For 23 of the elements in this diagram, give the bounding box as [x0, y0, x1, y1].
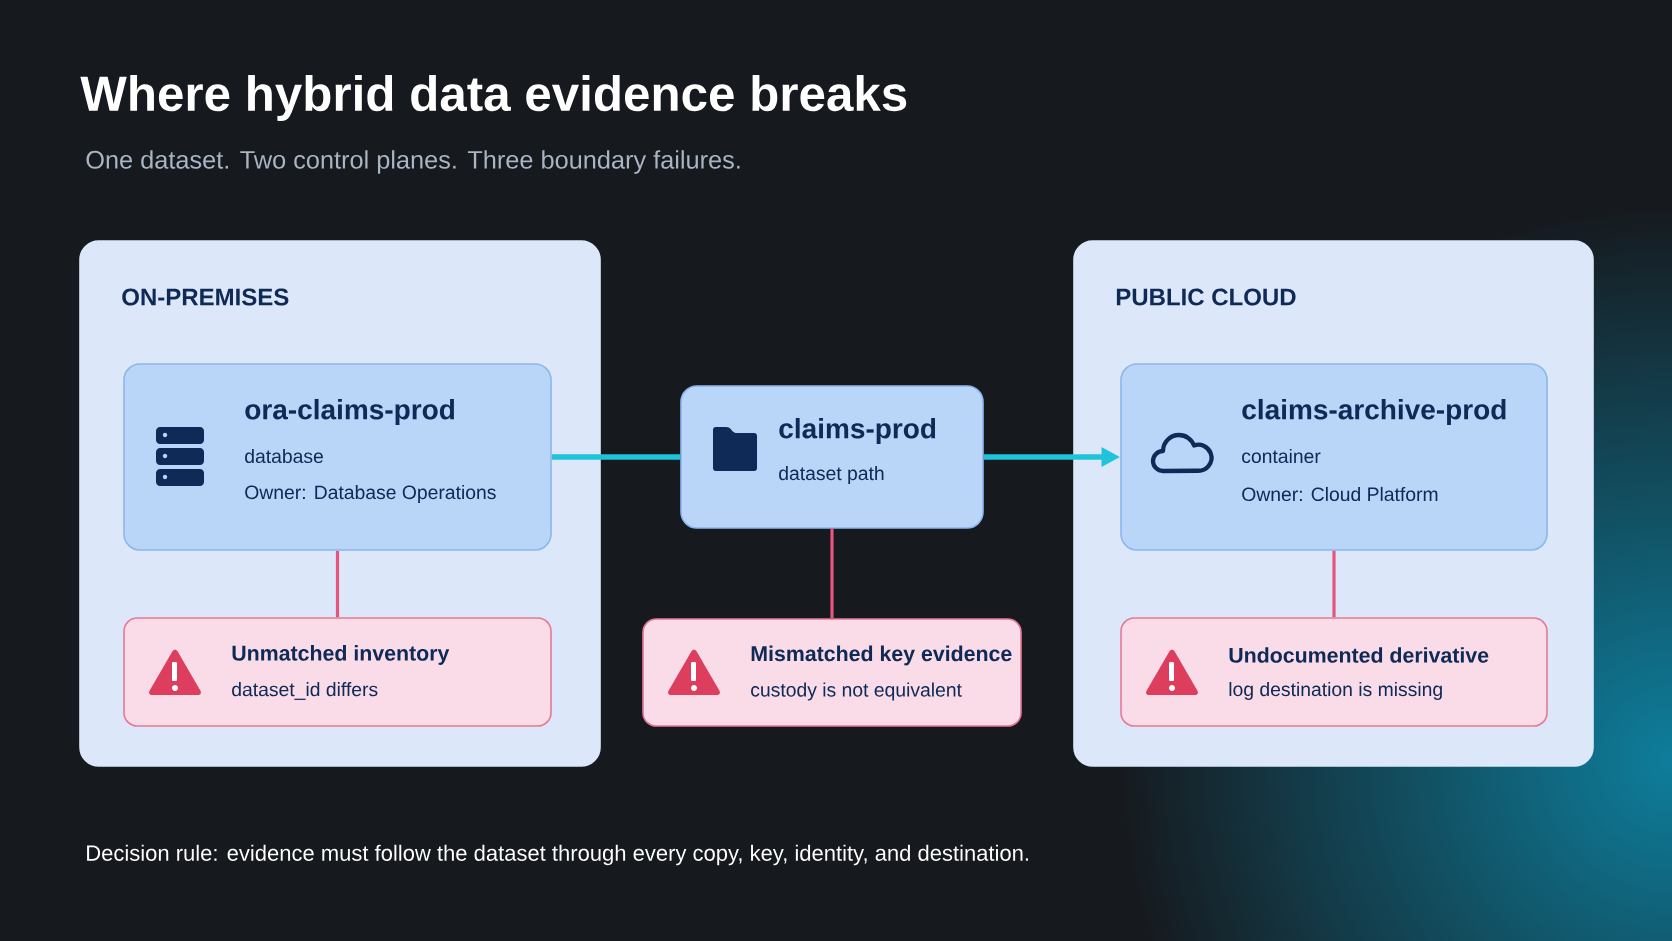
connector-line	[335, 550, 340, 618]
connector-line	[1332, 550, 1336, 618]
resource-detail: Owner: Cloud Platform	[1242, 486, 1438, 502]
alert-title: Unmatched inventory	[232, 645, 450, 665]
resource-detail: Owner: Database Operations	[245, 485, 496, 503]
alert-detail: log destination is missing	[1229, 682, 1442, 700]
caption: Decision rule: evidence must follow the dataset through every copy, key, identity, and destination.	[87, 844, 1028, 866]
connector-line	[551, 454, 681, 460]
panel-heading: ON-PREMISES	[122, 288, 289, 306]
resource-name: claims-prod	[779, 417, 936, 445]
resource-detail: dataset path	[779, 466, 884, 484]
resource-detail: database	[245, 448, 323, 464]
alert-title: Mismatched key evidence	[751, 645, 1012, 666]
connector-line	[830, 528, 834, 619]
panel-heading: PUBLIC CLOUD	[1116, 288, 1296, 306]
title: Where hybrid data evidence breaks	[80, 75, 907, 121]
alert-detail: dataset_id differs	[232, 682, 378, 700]
resource-detail: container	[1242, 448, 1321, 464]
resource-name: claims-archive-prod	[1242, 398, 1506, 426]
alert-detail: custody is not equivalent	[751, 682, 962, 701]
alert-title: Undocumented derivative	[1229, 647, 1489, 663]
resource-name: ora-claims-prod	[245, 398, 454, 426]
subtitle: One dataset. Two control planes. Three boundary failures.	[86, 150, 740, 174]
